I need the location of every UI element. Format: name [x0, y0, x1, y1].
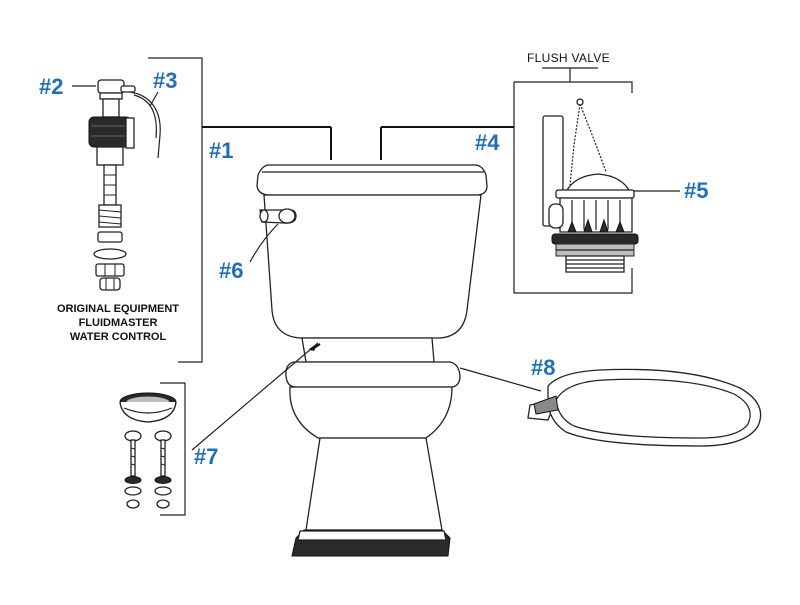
flush-valve-assembly[interactable] — [542, 98, 639, 273]
callout-6-trip-lever[interactable]: #6 — [219, 258, 244, 283]
caption-line-2: FLUIDMASTER — [78, 317, 158, 329]
trip-lever[interactable] — [259, 208, 297, 224]
callout-1-tank-assembly[interactable]: #1 — [209, 138, 234, 163]
callout-4-flush-valve[interactable]: #4 — [475, 130, 500, 155]
callout-3-refill-tube[interactable]: #3 — [153, 68, 178, 93]
callout-2-fill-valve-cap[interactable]: #2 — [39, 74, 64, 99]
flush-valve-bracket — [380, 67, 633, 294]
fill-valve-caption: ORIGINAL EQUIPMENT FLUIDMASTER WATER CON… — [48, 302, 188, 344]
caption-line-1: ORIGINAL EQUIPMENT — [56, 303, 180, 315]
toilet-tank[interactable] — [256, 164, 488, 339]
fill-valve-bracket — [148, 57, 332, 363]
toilet-bowl[interactable] — [285, 337, 461, 557]
refill-tube[interactable] — [125, 91, 161, 159]
kit-bracket — [160, 382, 186, 516]
leader-6 — [249, 223, 279, 263]
caption-line-3: WATER CONTROL — [69, 331, 167, 343]
toilet-seat[interactable] — [527, 368, 762, 447]
tank-to-bowl-kit[interactable] — [119, 392, 177, 509]
leader-8 — [459, 367, 542, 392]
tank-to-bowl-leader — [191, 342, 321, 451]
callout-5-flapper[interactable]: #5 — [684, 178, 709, 203]
callout-7-tank-to-bowl-kit[interactable]: #7 — [194, 444, 219, 469]
leader-3 — [149, 91, 159, 107]
callout-8-toilet-seat[interactable]: #8 — [531, 355, 556, 380]
flush-valve-label: FLUSH VALVE — [527, 51, 610, 65]
fill-valve-assembly[interactable] — [88, 79, 136, 291]
